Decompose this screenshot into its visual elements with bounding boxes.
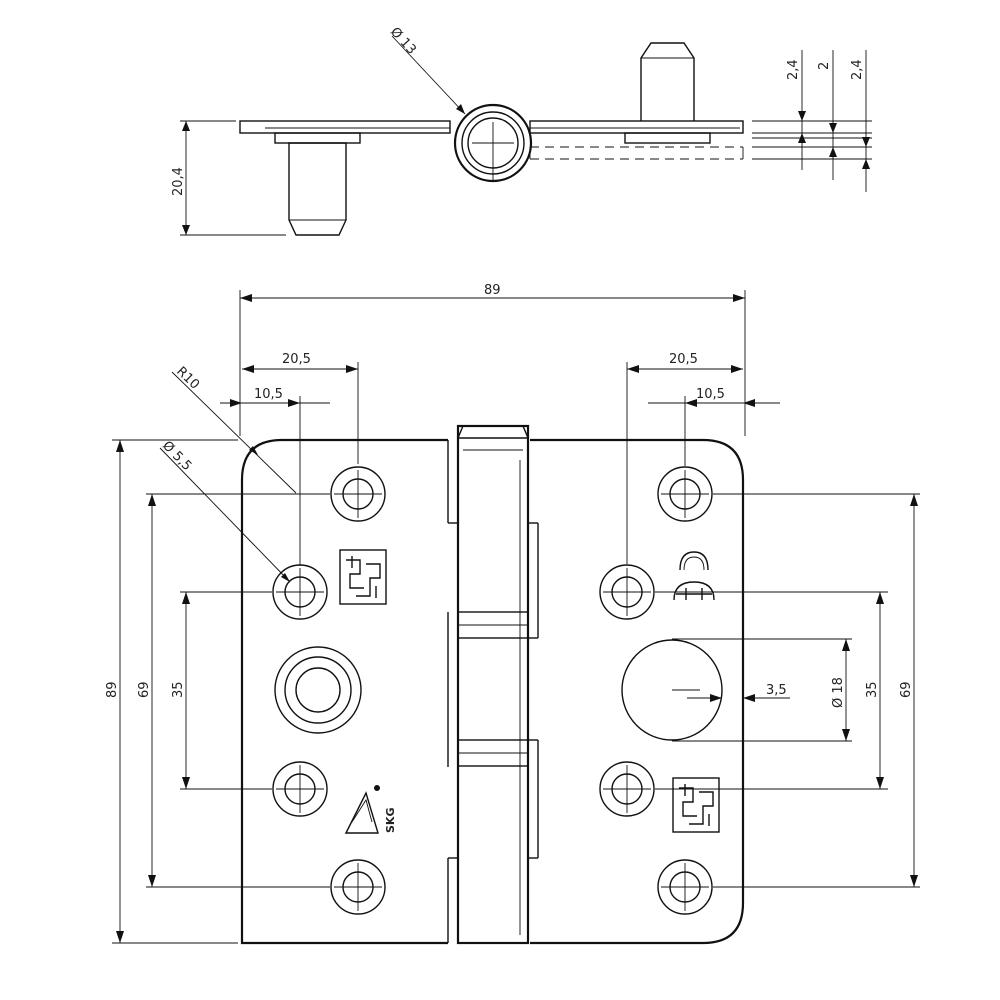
screw-hole-right-top xyxy=(657,466,713,522)
dim-overall-height: 89 xyxy=(105,681,120,698)
dim-security-pin-diameter: Ø 18 xyxy=(831,677,846,708)
dim-left-hole-offset-outer: 20,5 xyxy=(282,352,311,367)
skg-mark-icon: SKG xyxy=(344,785,397,834)
dim-left-hole-span-outer: 69 xyxy=(137,681,152,698)
dim-right-hole-offset-inner: 10,5 xyxy=(696,387,725,402)
dim-left-hole-span-inner: 35 xyxy=(171,681,186,698)
certification-mark-icon xyxy=(672,777,720,833)
dim-right-hole-offset-outer: 20,5 xyxy=(669,352,698,367)
screw-hole-left-bottom xyxy=(330,859,386,915)
right-leaf xyxy=(530,438,745,945)
security-stud xyxy=(274,646,362,734)
screw-hole-right-bottom xyxy=(657,859,713,915)
skg-label: SKG xyxy=(384,808,397,833)
dim-overall-width: 89 xyxy=(484,283,501,298)
side-left-stud xyxy=(288,142,347,236)
certification-mark-icon xyxy=(339,549,387,605)
dim-hole-diameter: Ø 5,5 xyxy=(159,438,194,474)
dim-leaf-thickness-bottom: 2,4 xyxy=(850,59,865,80)
hinge-knuckle xyxy=(447,424,539,945)
screw-hole-left-lower xyxy=(272,761,328,817)
dim-gap: 2 xyxy=(817,62,832,70)
ce-mark-icon xyxy=(673,551,715,601)
side-right-stud xyxy=(640,42,695,121)
side-right-plate xyxy=(624,132,711,144)
screw-hole-left-top xyxy=(330,466,386,522)
dim-pin-diameter: Ø 13 xyxy=(387,25,419,58)
side-right-leaf xyxy=(529,120,744,134)
security-pin-hole xyxy=(621,639,723,741)
left-leaf xyxy=(240,438,448,945)
side-left-leaf xyxy=(239,120,451,134)
dim-side-height: 20,4 xyxy=(171,167,186,196)
side-view: 2,4 2 2,4 20,4 Ø 13 xyxy=(171,25,872,236)
dim-right-hole-span-inner: 35 xyxy=(865,681,880,698)
side-knuckle xyxy=(453,103,533,183)
dim-right-hole-span-outer: 69 xyxy=(899,681,914,698)
side-left-plate xyxy=(274,132,361,144)
dim-corner-radius: R10 xyxy=(173,364,202,393)
dim-leaf-thickness-top: 2,4 xyxy=(786,59,801,80)
front-view: SKG 89 20,5 10,5 R10 Ø 5,5 20,5 xyxy=(105,283,920,945)
dim-security-pin-offset: 3,5 xyxy=(766,683,787,698)
screw-hole-right-lower xyxy=(599,761,655,817)
screw-hole-right-upper xyxy=(599,564,655,620)
dim-left-hole-offset-inner: 10,5 xyxy=(254,387,283,402)
